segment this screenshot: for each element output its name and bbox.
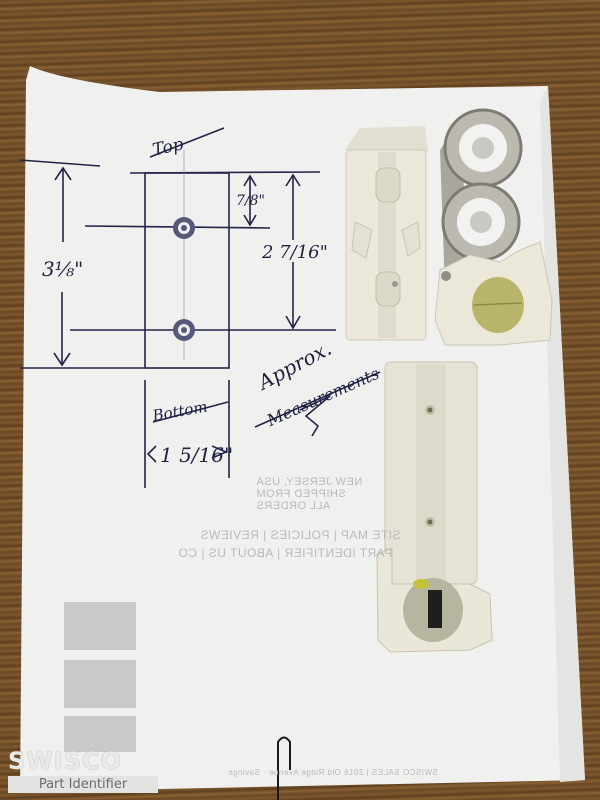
bleedthrough-text-1: NEW JERSEY, USA: [256, 476, 363, 488]
bleedthrough-text-3: ALL ORDERS: [256, 500, 331, 512]
closed-housing-part: [376, 361, 493, 653]
roller-assembly-part: [434, 108, 553, 346]
bleedthrough-thumbnail-2: [64, 660, 136, 708]
width-label: 1 5/16": [160, 443, 233, 467]
watermark-brand: SWISCO: [8, 747, 122, 775]
watermark-subtitle: Part Identifier: [8, 776, 158, 793]
hole-spacing-label: 2 7/16": [261, 242, 328, 263]
hole-offset-label: 7/8": [236, 193, 265, 209]
swisco-watermark: SWISCO Part Identifier: [8, 748, 163, 793]
plastic-housing-part: [345, 126, 428, 341]
overall-height-label: 3⅛": [42, 257, 83, 281]
bleedthrough-thumbnail-1: [64, 602, 136, 650]
bleedthrough-text-4: SITE MAP | POLICIES | REVIEWS: [200, 528, 401, 542]
paper-clip: [277, 736, 291, 800]
bleedthrough-footer: SWISCO SALES | 2016 Old Ridge Avenue · S…: [228, 768, 438, 777]
bleedthrough-thumbnail-3: [64, 716, 136, 752]
mounting-holes-drawing: [173, 217, 195, 341]
bleedthrough-text-5: PART IDENTIFIER | ABOUT US | CO: [178, 546, 393, 560]
bleedthrough-text-2: SHIPPED FROM: [256, 488, 346, 500]
